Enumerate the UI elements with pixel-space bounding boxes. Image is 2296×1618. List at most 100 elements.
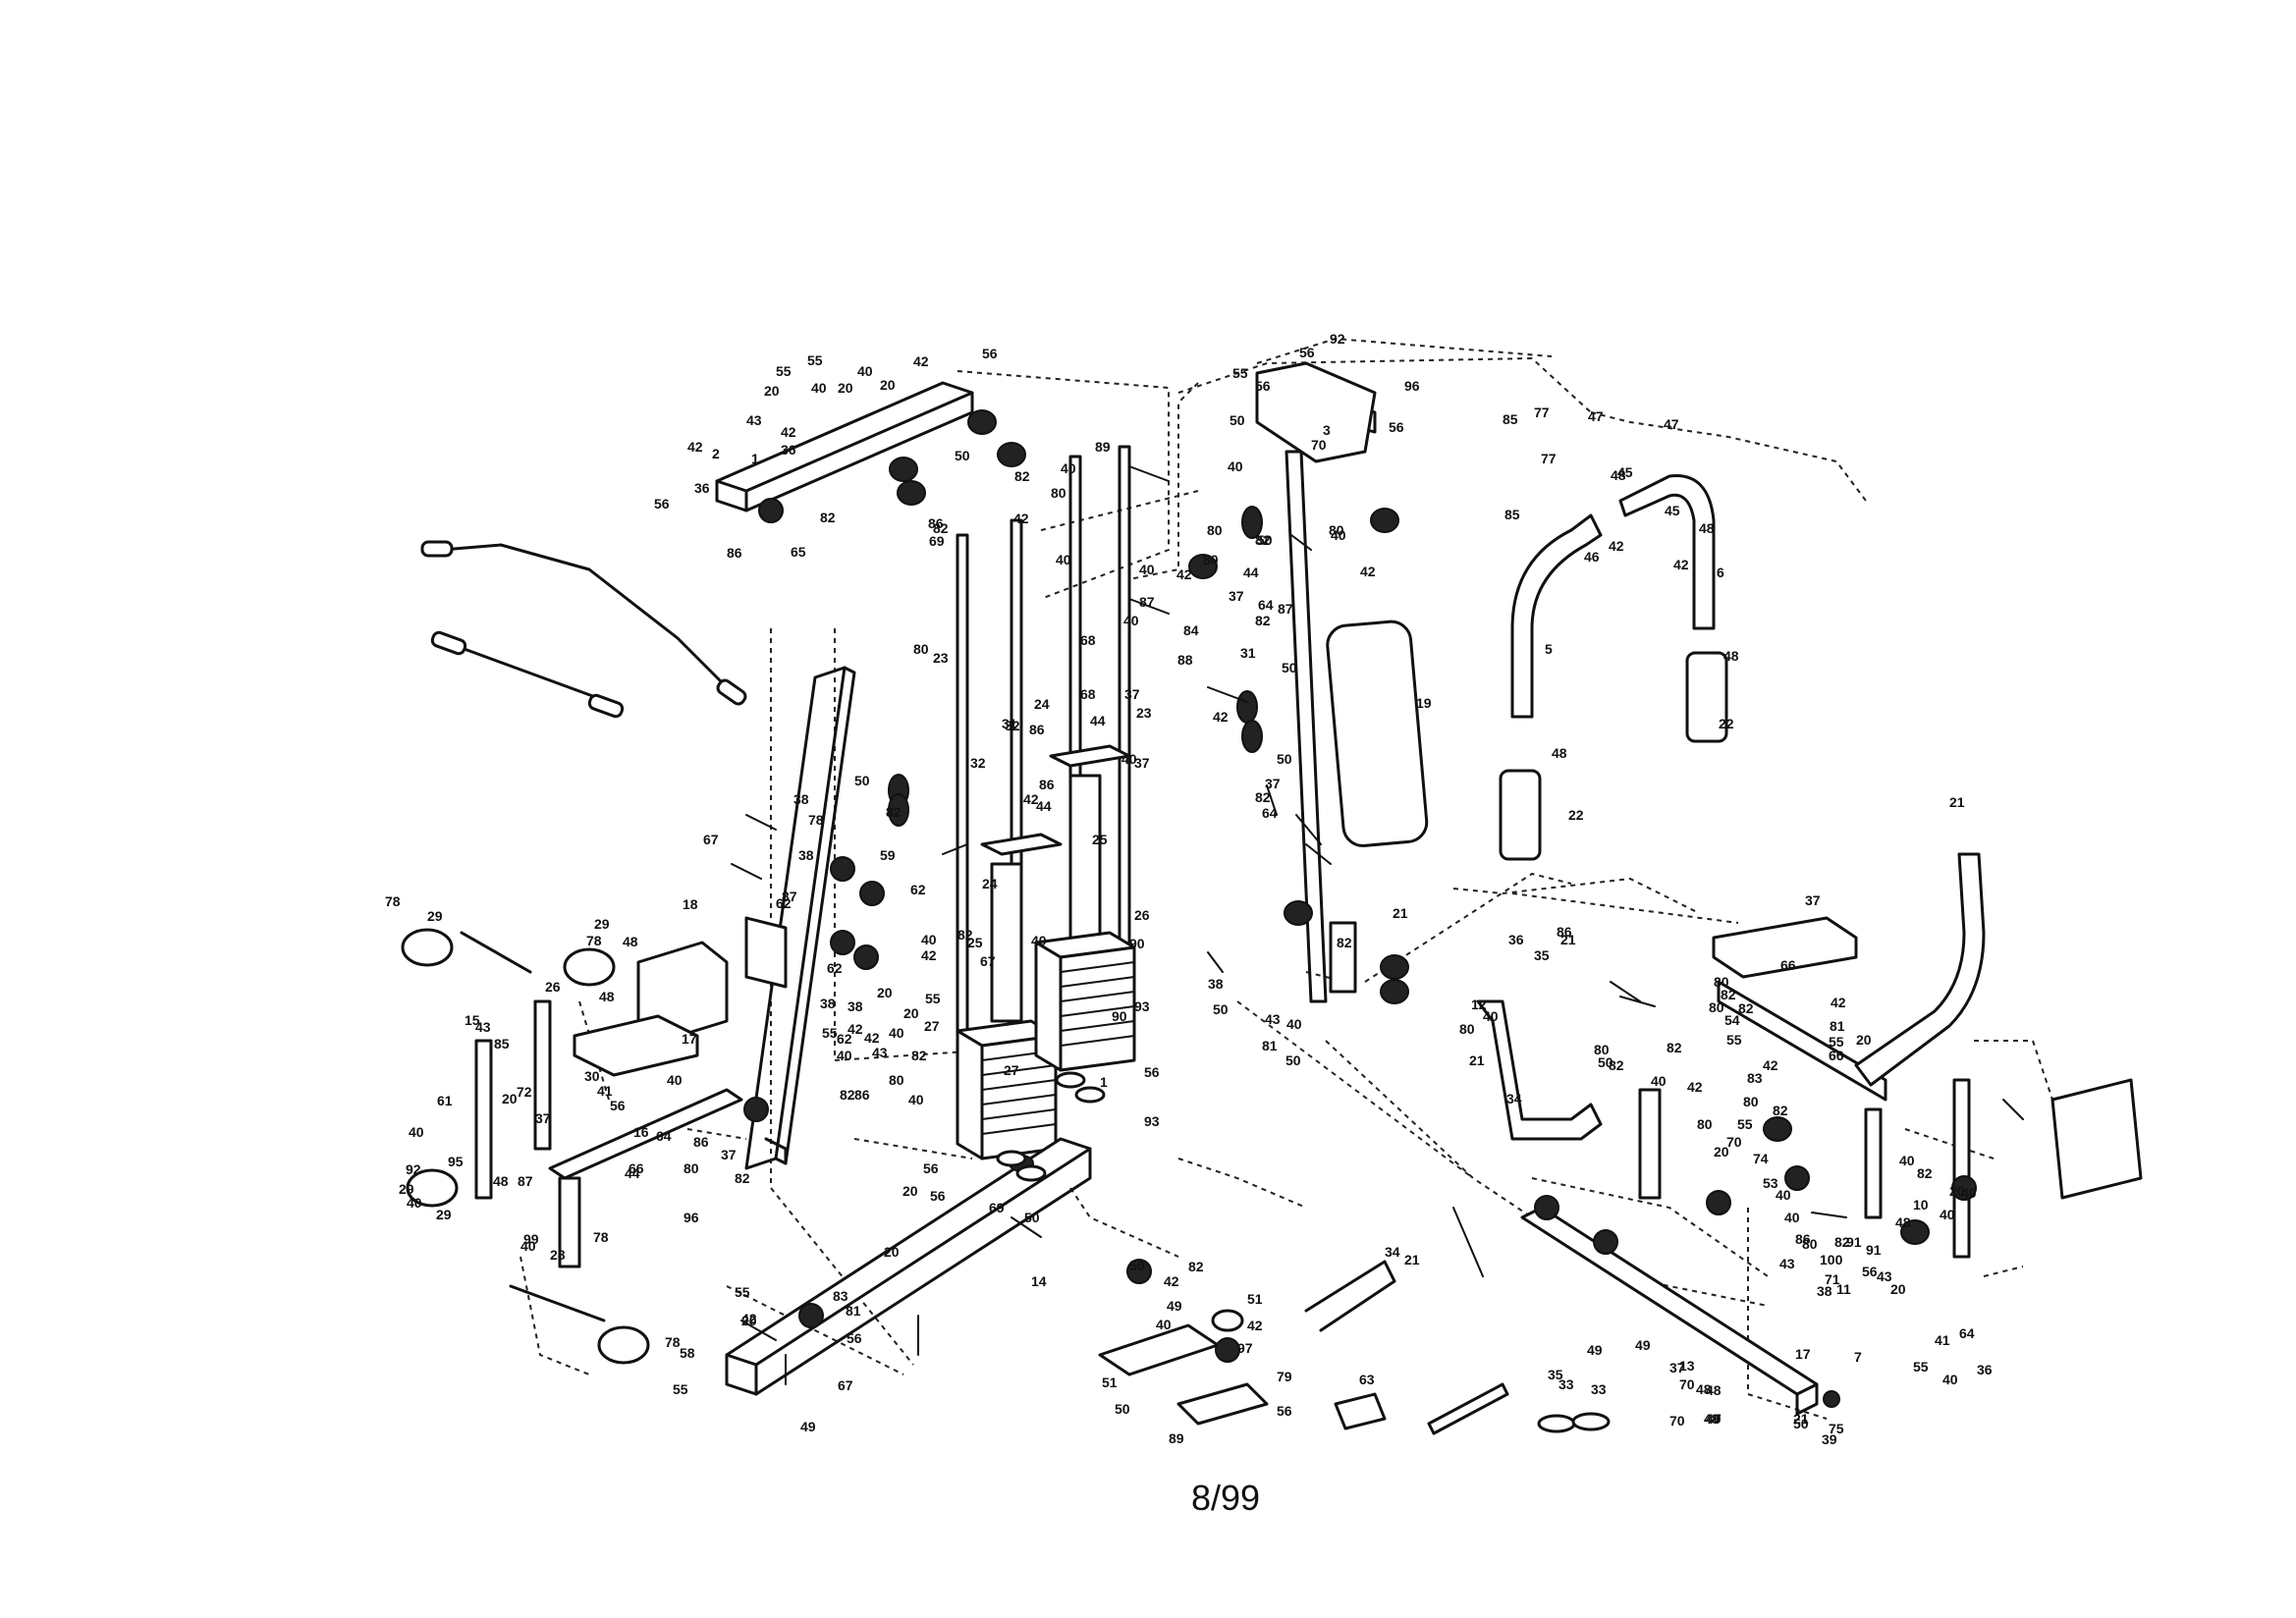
- part-callout: 21: [1793, 1411, 1809, 1427]
- part-callout: 90: [1129, 936, 1145, 951]
- part-callout: 12: [1471, 997, 1487, 1012]
- part-callout: 50: [1285, 1052, 1301, 1068]
- part-callout: 47: [1664, 416, 1679, 432]
- part-callout: 51: [1102, 1375, 1118, 1390]
- part-callout: 70: [1311, 437, 1327, 453]
- part-callout: 44: [1090, 713, 1106, 728]
- part-callout: 6: [1717, 565, 1724, 580]
- part-callout: 82: [1721, 987, 1736, 1002]
- part-callout: 80: [1203, 552, 1219, 567]
- part-callout: 42: [1247, 1318, 1263, 1333]
- part-callout: 87: [1139, 594, 1155, 610]
- part-callout: 59: [880, 847, 896, 863]
- part-callout: 53: [1763, 1175, 1778, 1191]
- part-callout: 40: [1331, 527, 1346, 543]
- part-callout: 56: [1144, 1064, 1160, 1080]
- part-callout: 45: [1617, 464, 1633, 480]
- left-bench: [401, 928, 743, 1365]
- part-callout: 49: [1635, 1337, 1651, 1353]
- part-callout: 40: [1784, 1210, 1800, 1225]
- part-callout: 66: [1780, 957, 1796, 973]
- part-callout: 38: [793, 791, 809, 807]
- part-callout: 82: [886, 804, 902, 820]
- part-callout: 48: [1699, 520, 1715, 536]
- part-callout: 86: [1039, 777, 1055, 792]
- part-callout: 37: [1805, 892, 1821, 908]
- part-callout: 38: [1817, 1283, 1832, 1299]
- part-callout: 40: [1286, 1016, 1302, 1032]
- part-callout: 63: [1359, 1372, 1375, 1387]
- part-callout: 40: [1156, 1317, 1172, 1332]
- part-callout: 80: [1594, 1042, 1610, 1057]
- part-callout: 42: [1609, 538, 1624, 554]
- part-callout: 20: [1949, 1183, 1965, 1199]
- back-pad: [1326, 620, 1429, 847]
- part-callout: 78: [593, 1229, 609, 1245]
- part-callout: 50: [1277, 751, 1292, 767]
- part-callout: 89: [1095, 439, 1111, 455]
- part-callout: 44: [1036, 798, 1052, 814]
- part-callout: 34: [1506, 1091, 1522, 1106]
- part-callout: 41: [1935, 1332, 1950, 1348]
- part-callout: 93: [1144, 1113, 1160, 1129]
- part-callout: 82: [1014, 468, 1030, 484]
- part-callout: 40: [1139, 562, 1155, 577]
- pulleys: [743, 409, 1977, 1408]
- part-callout: 64: [1262, 805, 1278, 821]
- part-callout: 84: [1183, 622, 1199, 638]
- part-callout: 56: [1862, 1264, 1878, 1279]
- part-callout: 67: [838, 1377, 853, 1393]
- part-callout: 55: [1829, 1034, 1844, 1050]
- part-callout: 81: [1262, 1038, 1278, 1053]
- right-bench: [1476, 852, 2143, 1259]
- part-callout: 67: [980, 953, 996, 969]
- part-callout: 96: [1404, 378, 1420, 394]
- part-callout: 48: [1723, 648, 1739, 664]
- part-callout: 100: [1820, 1252, 1843, 1267]
- part-callout: 42: [1164, 1273, 1179, 1289]
- part-callout: 45: [1665, 503, 1680, 518]
- part-callout: 50: [1257, 532, 1273, 548]
- part-callout: 83: [1747, 1070, 1763, 1086]
- part-callout: 56: [930, 1188, 946, 1204]
- part-callout: 44: [625, 1165, 640, 1181]
- part-callout: 82: [933, 520, 949, 536]
- part-callout: 40: [520, 1238, 536, 1254]
- part-callout: 27: [924, 1018, 940, 1034]
- part-callout: 21: [1949, 794, 1965, 810]
- part-callout: 37: [1229, 588, 1244, 604]
- page-number: 8/99: [1191, 1478, 1261, 1518]
- part-callout: 42: [1013, 511, 1029, 526]
- part-callout: 42: [847, 1021, 863, 1037]
- part-callout: 72: [517, 1084, 532, 1100]
- part-callout: 36: [694, 480, 710, 496]
- part-callout: 37: [1134, 755, 1150, 771]
- part-callout: 55: [1913, 1359, 1929, 1375]
- part-callout: 37: [1265, 776, 1281, 791]
- part-callout: 77: [1541, 451, 1557, 466]
- part-callout: 41: [597, 1083, 613, 1099]
- part-callout: 81: [846, 1303, 861, 1319]
- part-callout: 40: [1942, 1372, 1958, 1387]
- part-callout: 48: [623, 934, 638, 949]
- part-callout: 24: [1034, 696, 1050, 712]
- part-callout: 64: [1959, 1325, 1975, 1341]
- part-callout: 21: [1560, 932, 1576, 947]
- part-callout: 16: [633, 1124, 649, 1140]
- part-callout: 18: [683, 896, 698, 912]
- part-callout: 55: [673, 1381, 688, 1397]
- part-callout: 40: [1056, 552, 1071, 567]
- part-callout: 31: [1240, 645, 1256, 661]
- part-callout: 40: [1121, 751, 1137, 767]
- part-callout: 82: [1834, 1234, 1850, 1250]
- part-callout: 7: [1854, 1349, 1862, 1365]
- part-callout: 26: [545, 979, 561, 995]
- part-callout: 97: [1237, 1340, 1253, 1356]
- part-callout: 40: [857, 363, 873, 379]
- part-callout: 80: [1051, 485, 1066, 501]
- part-callout: 20: [1890, 1281, 1906, 1297]
- part-callout: 56: [1255, 378, 1271, 394]
- part-callout: 80: [913, 641, 929, 657]
- part-callout: 87: [518, 1173, 533, 1189]
- part-callout: 92: [1330, 331, 1345, 347]
